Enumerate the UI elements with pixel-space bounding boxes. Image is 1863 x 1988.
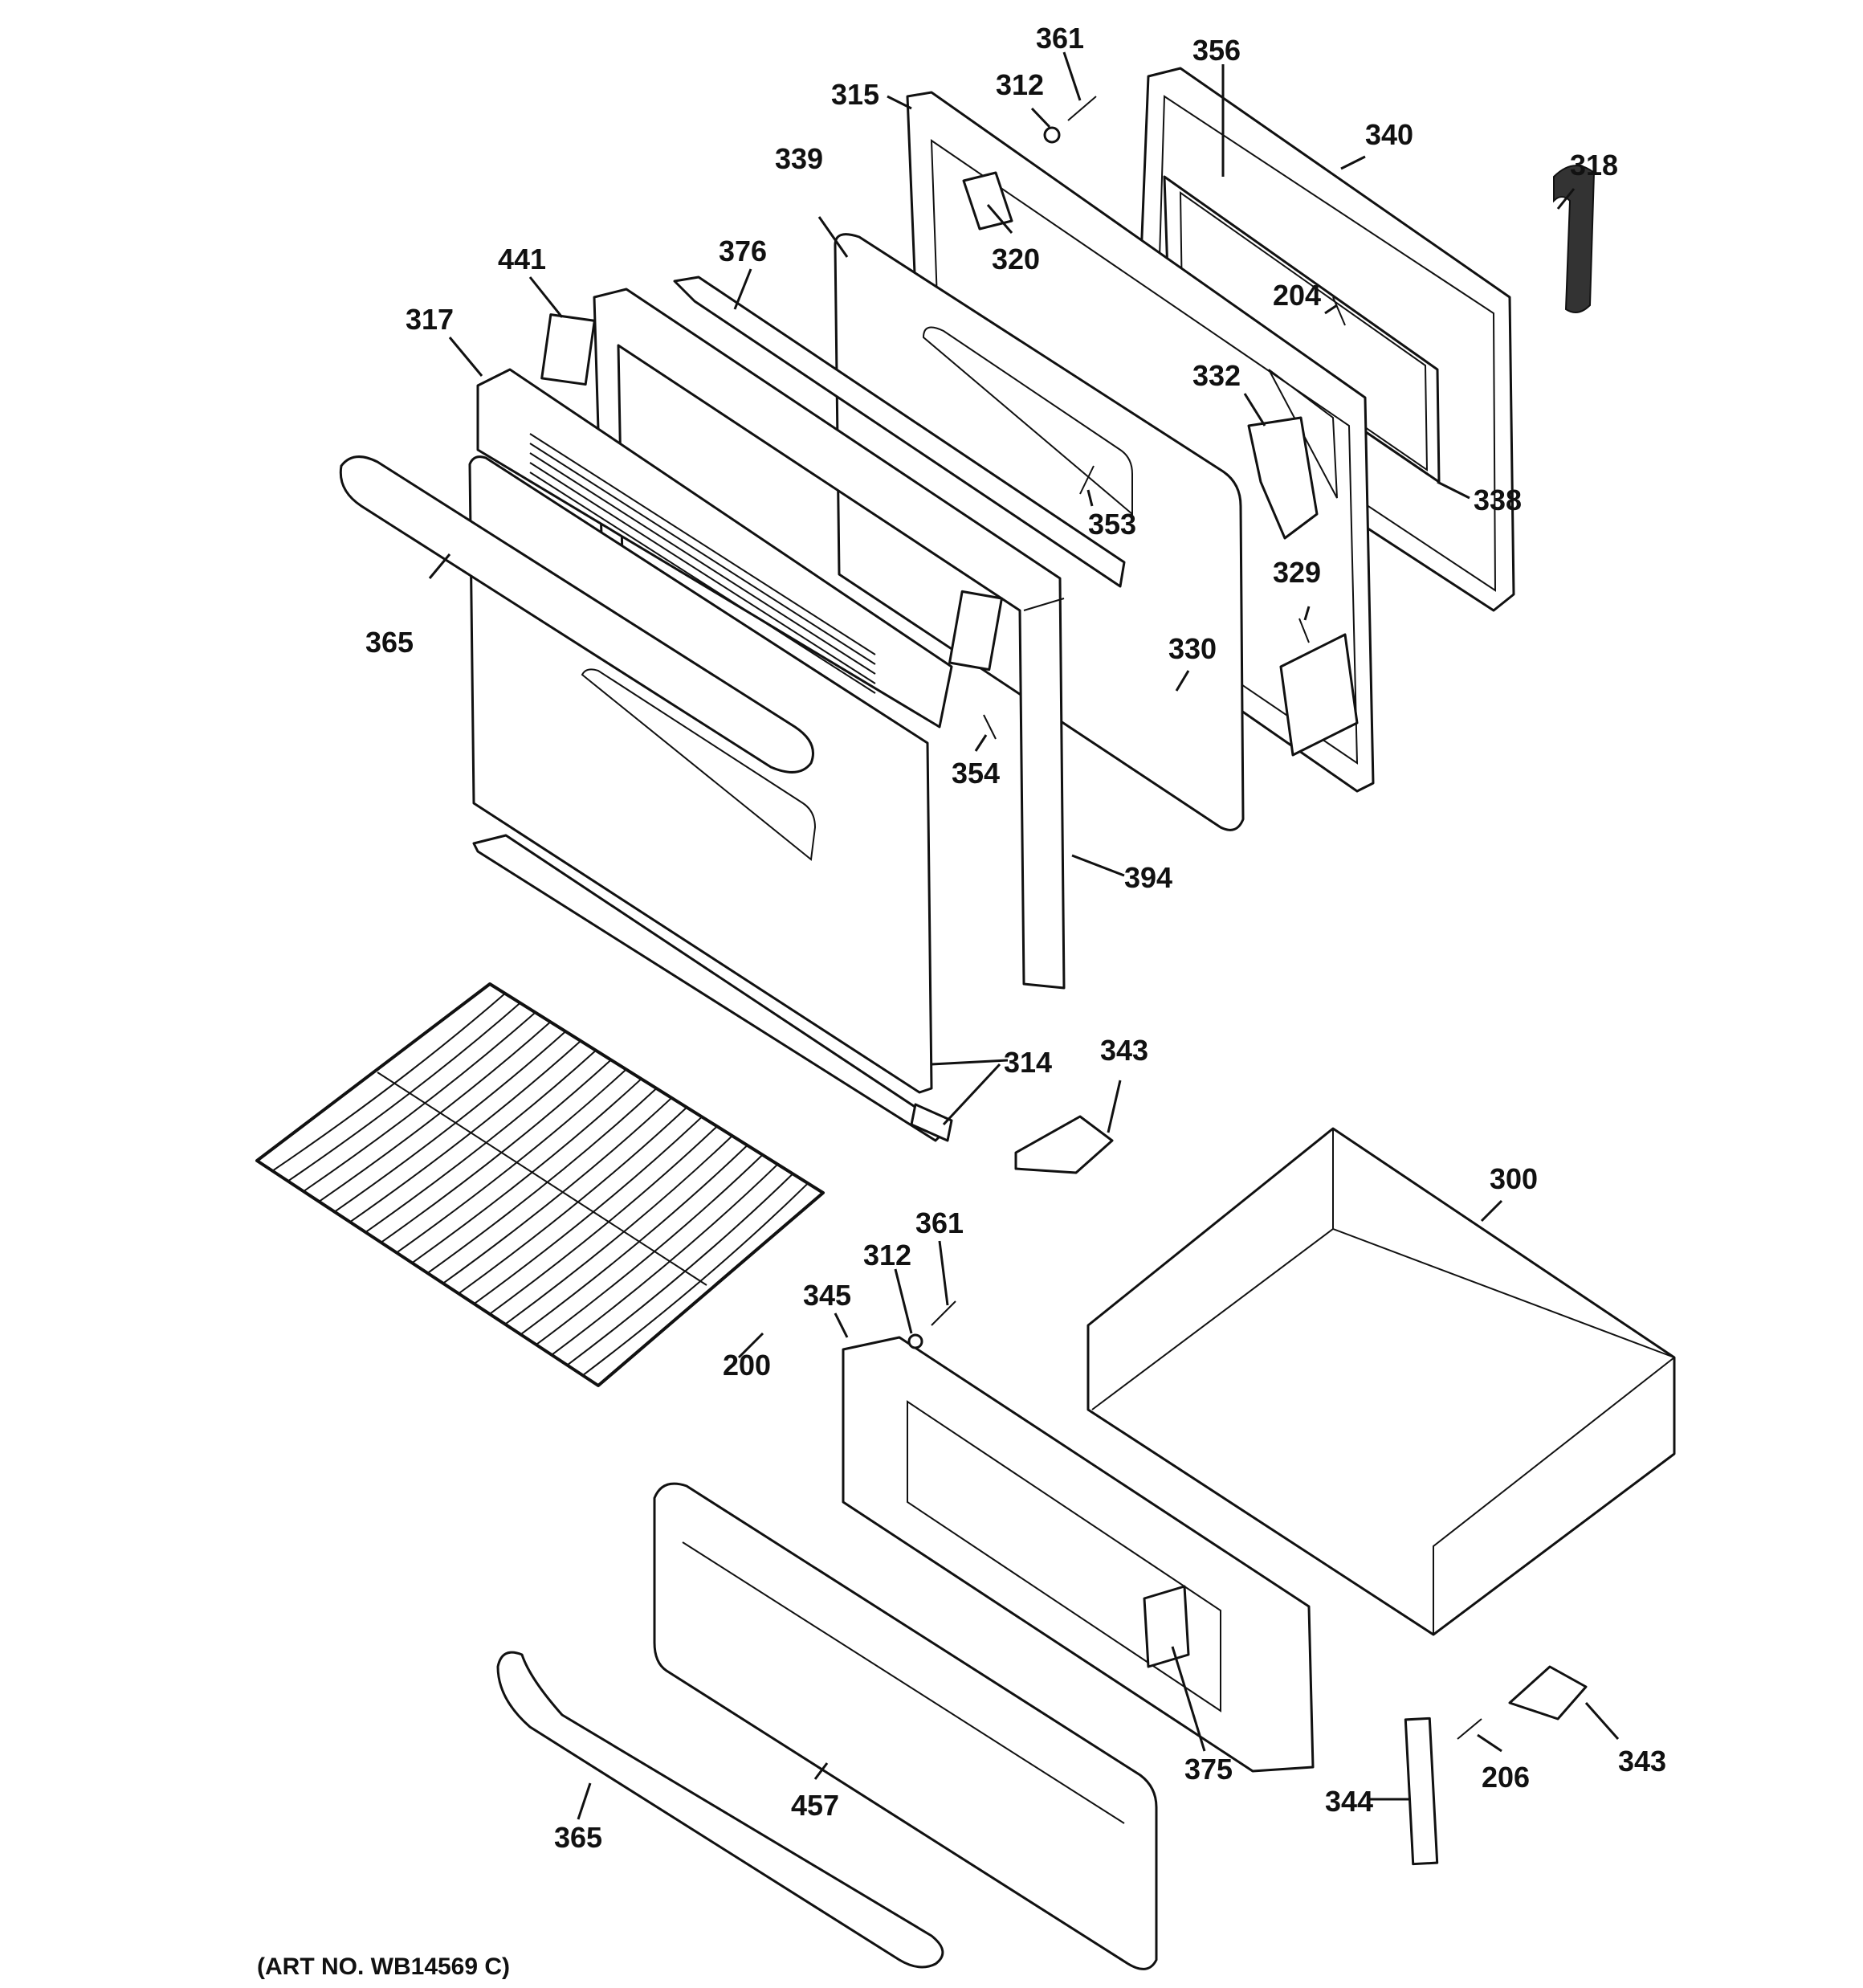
screw-361-top xyxy=(1067,96,1097,121)
rack-wire xyxy=(349,1040,581,1223)
art-number: (ART NO. WB14569 C) xyxy=(257,1953,510,1980)
label-356: 356 xyxy=(1192,34,1241,67)
rack-wire xyxy=(334,1031,566,1213)
label-375: 375 xyxy=(1184,1753,1233,1786)
label-365-door: 365 xyxy=(365,626,414,659)
bracket-320 xyxy=(962,171,1013,231)
label-340: 340 xyxy=(1365,118,1413,151)
label-344: 344 xyxy=(1325,1785,1373,1818)
rack-wire xyxy=(551,1163,779,1356)
screw-206 xyxy=(1457,1718,1482,1740)
label-345: 345 xyxy=(803,1279,851,1312)
rail-344 xyxy=(1404,1717,1439,1866)
rack-wire xyxy=(303,1011,536,1193)
rack-wire xyxy=(380,1059,612,1243)
label-314: 314 xyxy=(1004,1046,1052,1079)
drawer-stop-343-lower xyxy=(1508,1665,1588,1721)
drawer-handle-365 xyxy=(496,1651,944,1969)
label-329: 329 xyxy=(1273,556,1321,589)
screw-361-lower xyxy=(931,1300,956,1326)
label-206: 206 xyxy=(1482,1761,1530,1794)
rack-wire xyxy=(318,1021,552,1202)
screw-204 xyxy=(1332,296,1346,326)
label-339: 339 xyxy=(775,142,823,175)
label-318: 318 xyxy=(1570,149,1618,182)
label-315: 315 xyxy=(831,78,879,111)
label-441: 441 xyxy=(498,243,546,276)
gasket-318 xyxy=(1553,165,1596,313)
rack-wire xyxy=(365,1049,597,1233)
label-343-lower: 343 xyxy=(1618,1745,1666,1778)
label-394: 394 xyxy=(1124,861,1172,894)
rack-wire xyxy=(489,1125,718,1315)
label-300: 300 xyxy=(1490,1162,1538,1195)
door-handle-365 xyxy=(339,455,814,774)
label-343-upper: 343 xyxy=(1100,1034,1148,1067)
hinge-bracket xyxy=(948,590,1003,672)
screw-329 xyxy=(1298,618,1310,643)
label-200: 200 xyxy=(723,1349,771,1382)
label-457: 457 xyxy=(791,1789,839,1822)
label-361-top: 361 xyxy=(1036,22,1084,55)
label-320: 320 xyxy=(992,243,1040,276)
rack-wire xyxy=(411,1078,642,1264)
rack-wire xyxy=(287,1002,521,1182)
label-338: 338 xyxy=(1474,484,1522,516)
label-361-lower: 361 xyxy=(915,1206,964,1239)
rack-wire xyxy=(458,1106,687,1295)
rack-wire xyxy=(504,1135,733,1325)
screw-353 xyxy=(1079,465,1095,495)
rack-wire xyxy=(271,993,506,1172)
rack-wire xyxy=(582,1182,809,1377)
drawer-panel-345 xyxy=(842,1336,1315,1773)
rack-wire xyxy=(442,1097,673,1284)
drawer-stop-343-upper xyxy=(1014,1115,1114,1174)
washer-312-lower xyxy=(907,1333,923,1349)
drawer-front-457 xyxy=(653,1482,1158,1970)
drawer-body-300 xyxy=(1086,1127,1676,1636)
rack-wire xyxy=(536,1154,764,1345)
label-376: 376 xyxy=(719,235,767,267)
screw-354 xyxy=(983,714,997,740)
leader-lines xyxy=(428,51,1620,1820)
label-312-lower: 312 xyxy=(863,1239,911,1272)
vent-panel-317 xyxy=(476,368,953,729)
oven-rack-200 xyxy=(255,982,825,1387)
label-312-top: 312 xyxy=(996,68,1044,101)
rack-wire xyxy=(566,1173,793,1366)
insulation-332 xyxy=(1247,416,1319,540)
label-365-drawer: 365 xyxy=(554,1821,602,1854)
rack-wire xyxy=(473,1116,703,1304)
label-353: 353 xyxy=(1088,508,1136,541)
rack-wire xyxy=(426,1088,658,1274)
nut-312-top xyxy=(1043,126,1061,144)
hinge-lower-right xyxy=(1279,633,1359,757)
label-332: 332 xyxy=(1192,359,1241,392)
label-330: 330 xyxy=(1168,632,1217,665)
hinge-441 xyxy=(540,313,596,386)
rack-wire xyxy=(520,1145,748,1336)
label-317: 317 xyxy=(406,303,454,336)
label-204: 204 xyxy=(1273,279,1321,312)
label-354: 354 xyxy=(952,757,1000,790)
hinge-clip-314 xyxy=(910,1103,953,1142)
part-labels: 361 312 356 315 340 318 339 320 376 441 … xyxy=(257,22,1666,1980)
rack-wire xyxy=(396,1068,627,1254)
